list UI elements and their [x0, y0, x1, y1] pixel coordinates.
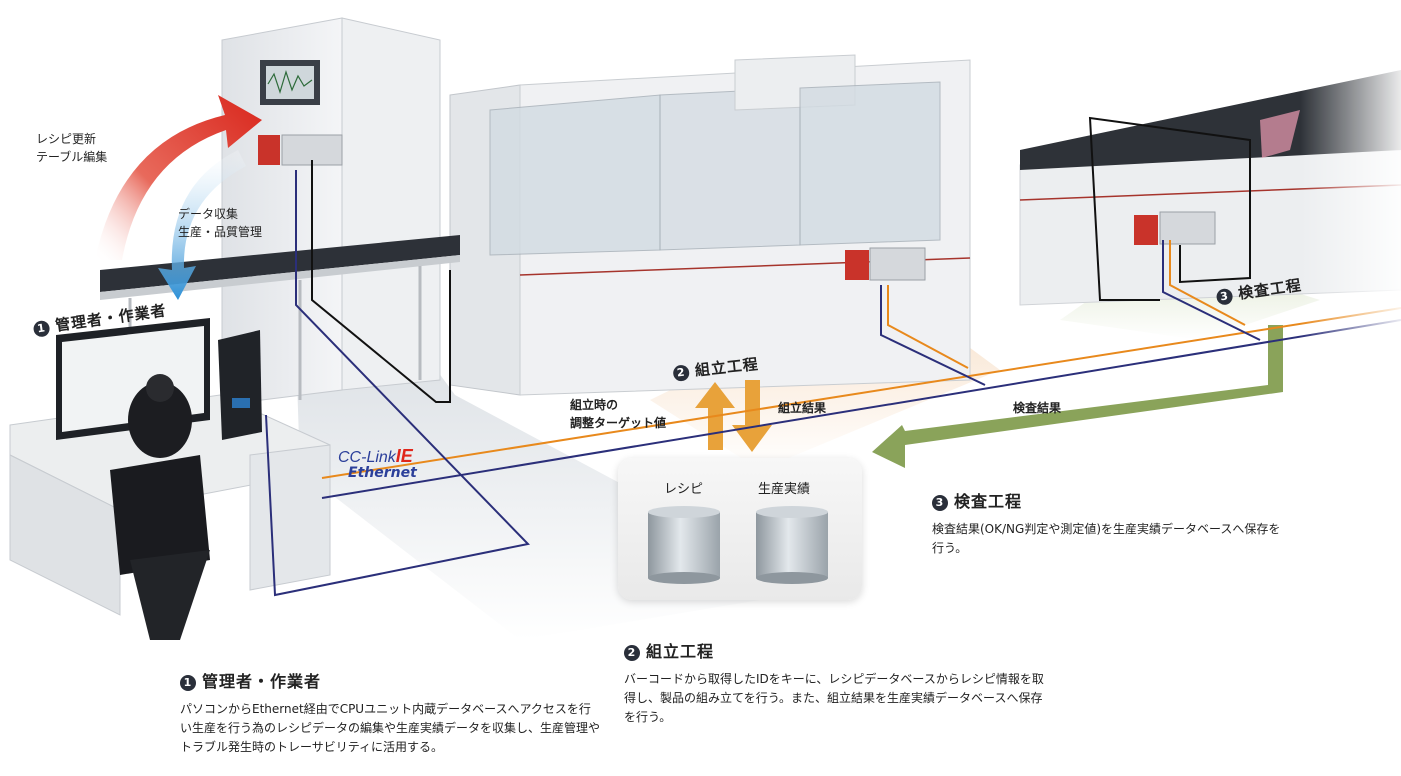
- database-cylinders: [648, 506, 828, 584]
- section-assembly-title: 組立工程: [646, 642, 715, 661]
- stage-assembly-number: 2: [672, 364, 691, 382]
- production-db-icon: [756, 506, 828, 584]
- operator-desk: [9, 318, 331, 640]
- ethernet-label: Ethernet: [348, 465, 417, 481]
- conveyor-left: [100, 235, 460, 400]
- recipe-update-arrow: [95, 95, 262, 260]
- recipe-update-label-2: テーブル編集: [36, 150, 108, 164]
- section-inspection-heading: 3 検査工程: [932, 488, 1292, 512]
- cc-link-ie-logo: CC-LinkIE Ethernet: [338, 446, 417, 481]
- cc-link-suffix: IE: [395, 446, 413, 466]
- section-operator-title: 管理者・作業者: [202, 672, 322, 691]
- data-collection-label-1: データ収集: [178, 207, 239, 221]
- data-collection-arrow: [158, 150, 246, 300]
- section-operator: 1 管理者・作業者 パソコンからEthernet経由でCPUユニット内蔵データベー…: [180, 668, 600, 757]
- target-value-label-2: 調整ターゲット値: [570, 416, 667, 430]
- stage-operator-number: 1: [32, 319, 51, 338]
- section-assembly-heading: 2 組立工程: [624, 638, 1044, 662]
- section-assembly-body: バーコードから取得したIDをキーに、レシピデータベースからレシピ情報を取得し、製…: [624, 672, 1044, 724]
- inspection-result-arrow: [872, 325, 1283, 468]
- cc-link-brand: CC-Link: [338, 449, 396, 466]
- section-operator-number: 1: [180, 675, 196, 691]
- result-down-arrow: [732, 380, 772, 452]
- section-operator-body: パソコンからEthernet経由でCPUユニット内蔵データベースへアクセスを行い…: [180, 702, 601, 754]
- cc-link-line: [321, 307, 1401, 479]
- section-inspection-number: 3: [932, 495, 948, 511]
- recipe-update-label-1: レシピ更新: [36, 132, 97, 146]
- target-value-label-1: 組立時の: [570, 398, 619, 412]
- section-assembly-number: 2: [624, 645, 640, 661]
- inspection-result-label: 検査結果: [1013, 401, 1062, 415]
- section-operator-heading: 1 管理者・作業者: [180, 668, 600, 692]
- section-inspection-body: 検査結果(OK/NG判定や測定値)を生産実績データベースへ保存を行う。: [932, 522, 1281, 555]
- data-collection-label-2: 生産・品質管理: [178, 225, 263, 239]
- ethernet-line: [321, 319, 1401, 499]
- section-inspection: 3 検査工程 検査結果(OK/NG判定や測定値)を生産実績データベースへ保存を行う…: [932, 488, 1292, 558]
- section-inspection-title: 検査工程: [954, 492, 1023, 511]
- assembly-machines: [449, 54, 971, 396]
- stage-inspection-number: 3: [1215, 287, 1234, 306]
- section-assembly: 2 組立工程 バーコードから取得したIDをキーに、レシピデータベースからレシピ情報…: [624, 638, 1044, 727]
- recipe-db-icon: [648, 506, 720, 584]
- production-db-label: 生産実績: [758, 482, 811, 497]
- database-box: レシピ 生産実績: [618, 458, 862, 600]
- recipe-db-label: レシピ: [664, 482, 704, 497]
- assembly-result-label: 組立結果: [778, 401, 827, 415]
